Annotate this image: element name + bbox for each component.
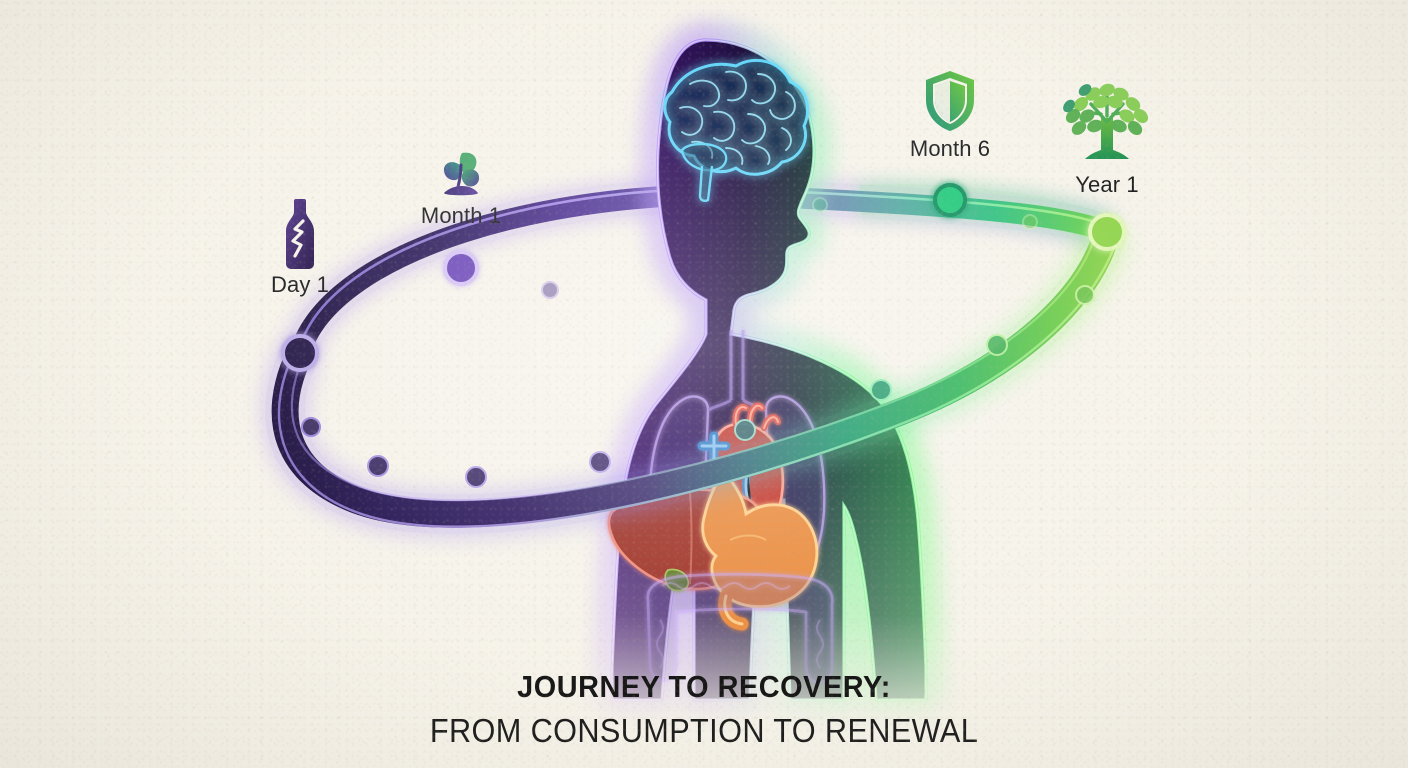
- shield-icon: [926, 71, 974, 131]
- milestone-nodes[interactable]: [281, 183, 1126, 372]
- milestone-label: Year 1: [1075, 172, 1139, 197]
- milestone-year-1[interactable]: Year 1: [1047, 78, 1167, 198]
- milestone-month-6[interactable]: Month 6: [890, 68, 1010, 162]
- page-title: JOURNEY TO RECOVERY:: [517, 669, 891, 704]
- title-block: JOURNEY TO RECOVERY: FROM CONSUMPTION TO…: [0, 669, 1408, 750]
- milestone-label: Day 1: [271, 272, 329, 297]
- tree-icon: [1063, 83, 1149, 159]
- milestone-day-1[interactable]: Day 1: [240, 196, 360, 298]
- node-year-1: [1088, 213, 1126, 251]
- milestone-label: Month 1: [420, 203, 502, 228]
- brain-organ: [663, 58, 809, 202]
- node-month-6: [933, 183, 967, 217]
- milestone-month-1[interactable]: Month 1: [401, 143, 521, 229]
- intestines-organ: [646, 572, 834, 684]
- node-month-1: [443, 250, 479, 286]
- page-subtitle: FROM CONSUMPTION TO RENEWAL: [429, 712, 979, 749]
- node-day-1: [281, 334, 319, 372]
- broken-bottle-icon: [286, 199, 314, 269]
- ribbon-minor-dots: [301, 197, 1095, 488]
- milestone-label: Month 6: [909, 136, 991, 161]
- sprout-icon: [443, 152, 480, 196]
